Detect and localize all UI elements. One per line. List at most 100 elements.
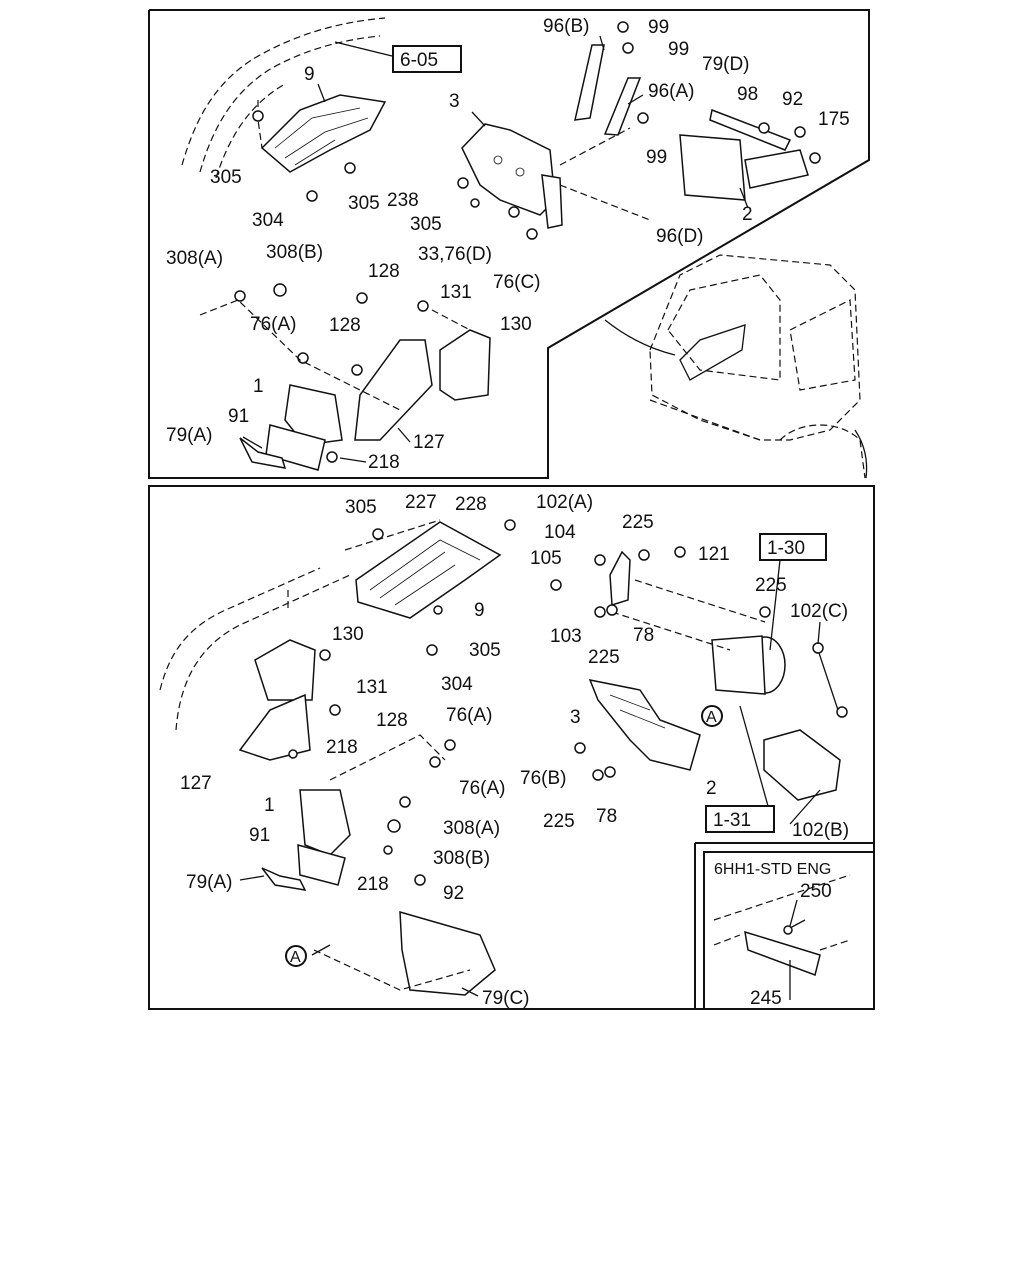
callout: 250 [800,881,832,902]
callout: 218 [326,737,358,758]
ref-box-1-31: 1-31 [705,805,775,833]
callout: 99 [646,147,667,168]
callout: 225 [543,811,575,832]
callout: 304 [252,210,284,231]
callout: 305 [348,193,380,214]
callout: 227 [405,492,437,513]
callout: 305 [469,640,501,661]
callout: 102(A) [536,492,593,513]
splash-panel-9 [257,94,387,173]
callout: 3 [449,91,460,112]
callout: 121 [698,544,730,565]
circle-marker-a-2: A [285,945,307,967]
callout: 79(D) [702,54,750,75]
callout: 76(A) [459,778,505,799]
callout: 128 [329,315,361,336]
callout: 127 [413,432,445,453]
callout: 91 [228,406,249,427]
callout: 130 [500,314,532,335]
svg-text:A: A [290,949,301,966]
callout: 102(B) [792,820,849,841]
fender-outline-bottom [159,567,351,731]
top-callouts: 9 3 96(B) 99 99 79(D) 96(A) 98 92 175 99… [166,16,850,473]
callout: 79(C) [482,988,530,1009]
callout: 102(C) [790,601,848,622]
bottom-panel [148,485,875,1010]
callout: 96(B) [543,16,589,37]
callout: 128 [376,710,408,731]
splash-panel-9-bottom [344,519,502,619]
bottom-callouts: 305 227 228 102(A) 225 104 121 105 225 1… [180,492,849,1009]
fender-stays-top [199,299,491,471]
callout: 175 [818,109,850,130]
callout: 238 [387,190,419,211]
callout: 305 [210,167,242,188]
callout: 96(A) [648,81,694,102]
callout: 96(D) [656,226,704,247]
ref-label-1-31: 1-31 [713,810,751,831]
callout: 308(A) [166,248,223,269]
ref-box-1-30: 1-30 [759,533,827,561]
fender-outline [181,17,393,179]
callout: 218 [368,452,400,473]
callout: 127 [180,773,212,794]
callout: 33,76(D) [418,244,492,265]
callout: 128 [368,261,400,282]
circle-marker-a-1: A [701,705,723,727]
callout: 76(B) [520,768,566,789]
callout: 308(B) [433,848,490,869]
truck-cab [604,254,868,479]
top-panel [148,9,870,479]
callout: 2 [706,778,717,799]
callout: 3 [570,707,581,728]
callout: 131 [440,282,472,303]
callout: 104 [544,522,576,543]
callout: 225 [622,512,654,533]
ref-label-1-30: 1-30 [767,538,805,559]
callout: 305 [345,497,377,518]
callout: 92 [443,883,464,904]
callout: 78 [596,806,617,827]
fender-stays-bottom [238,639,496,996]
callout: 131 [356,677,388,698]
callout: 225 [588,647,620,668]
bracket-3-bottom [588,550,766,771]
ref-label-6-05: 6-05 [400,50,438,71]
callout: 1 [264,795,275,816]
callout: 228 [455,494,487,515]
inset-panel [703,851,875,1010]
inset-labels: 6HH1-STD ENG 250 245 [714,861,832,1009]
callout: 9 [474,600,485,621]
callout: 305 [410,214,442,235]
callout: 103 [550,626,582,647]
callout: 76(C) [493,272,541,293]
svg-text:A: A [706,709,717,726]
callout: 99 [668,39,689,60]
inset-title: 6HH1-STD ENG [714,861,831,878]
callout: 79(A) [186,872,232,893]
callout: 98 [737,84,758,105]
ref-box-6-05: 6-05 [392,45,462,73]
callout: 2 [742,204,753,225]
muffler-bracket-2 [679,108,809,209]
callout: 225 [755,575,787,596]
callout: 308(A) [443,818,500,839]
bolts-top [234,21,821,463]
callout: 91 [249,825,270,846]
tank-assembly [711,635,848,801]
inset-drawing [713,874,851,976]
bracket-3 [461,123,651,229]
callout: 92 [782,89,803,110]
callout: 79(A) [166,425,212,446]
callout: 9 [304,64,315,85]
callout: 105 [530,548,562,569]
callout: 304 [441,674,473,695]
callout: 218 [357,874,389,895]
callout: 76(A) [250,314,296,335]
callout: 78 [633,625,654,646]
callout: 245 [750,988,782,1009]
callout: 76(A) [446,705,492,726]
callout: 99 [648,17,669,38]
callout: 1 [253,376,264,397]
